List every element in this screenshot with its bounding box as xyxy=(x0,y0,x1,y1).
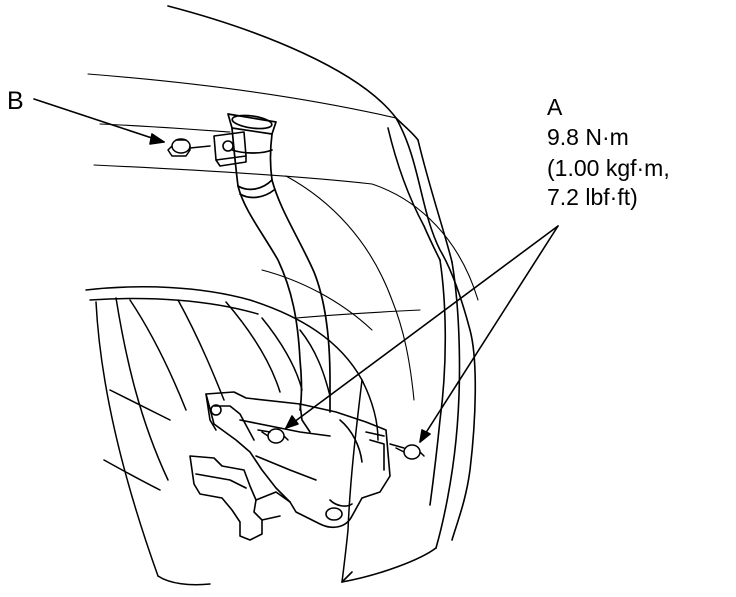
fender-panel xyxy=(168,6,475,582)
bolt-a-left xyxy=(258,429,288,443)
filler-neck xyxy=(228,113,330,412)
clip-b xyxy=(168,139,210,156)
torque-spec-kgf: (1.00 kgf·m, xyxy=(547,155,670,181)
torque-spec-lbf: 7.2 lbf·ft) xyxy=(547,184,638,210)
surface-lines xyxy=(88,74,478,400)
torque-spec-nm: 9.8 N·m xyxy=(547,124,629,150)
leader-lines xyxy=(34,99,558,443)
arrowhead-a-right xyxy=(419,429,431,443)
arrowhead-b xyxy=(149,133,165,145)
washer-pump xyxy=(190,456,290,540)
callout-label-a: A xyxy=(547,94,563,120)
leader-a-left xyxy=(286,226,558,428)
arrowhead-a-left xyxy=(285,415,299,429)
wheel-arch xyxy=(86,287,378,585)
bolt-a-right xyxy=(390,444,424,459)
neck-bracket xyxy=(214,132,246,166)
callout-label-b: B xyxy=(7,87,24,115)
leader-a-right xyxy=(420,226,558,442)
washer-reservoir xyxy=(206,392,390,527)
leader-b xyxy=(34,99,164,142)
